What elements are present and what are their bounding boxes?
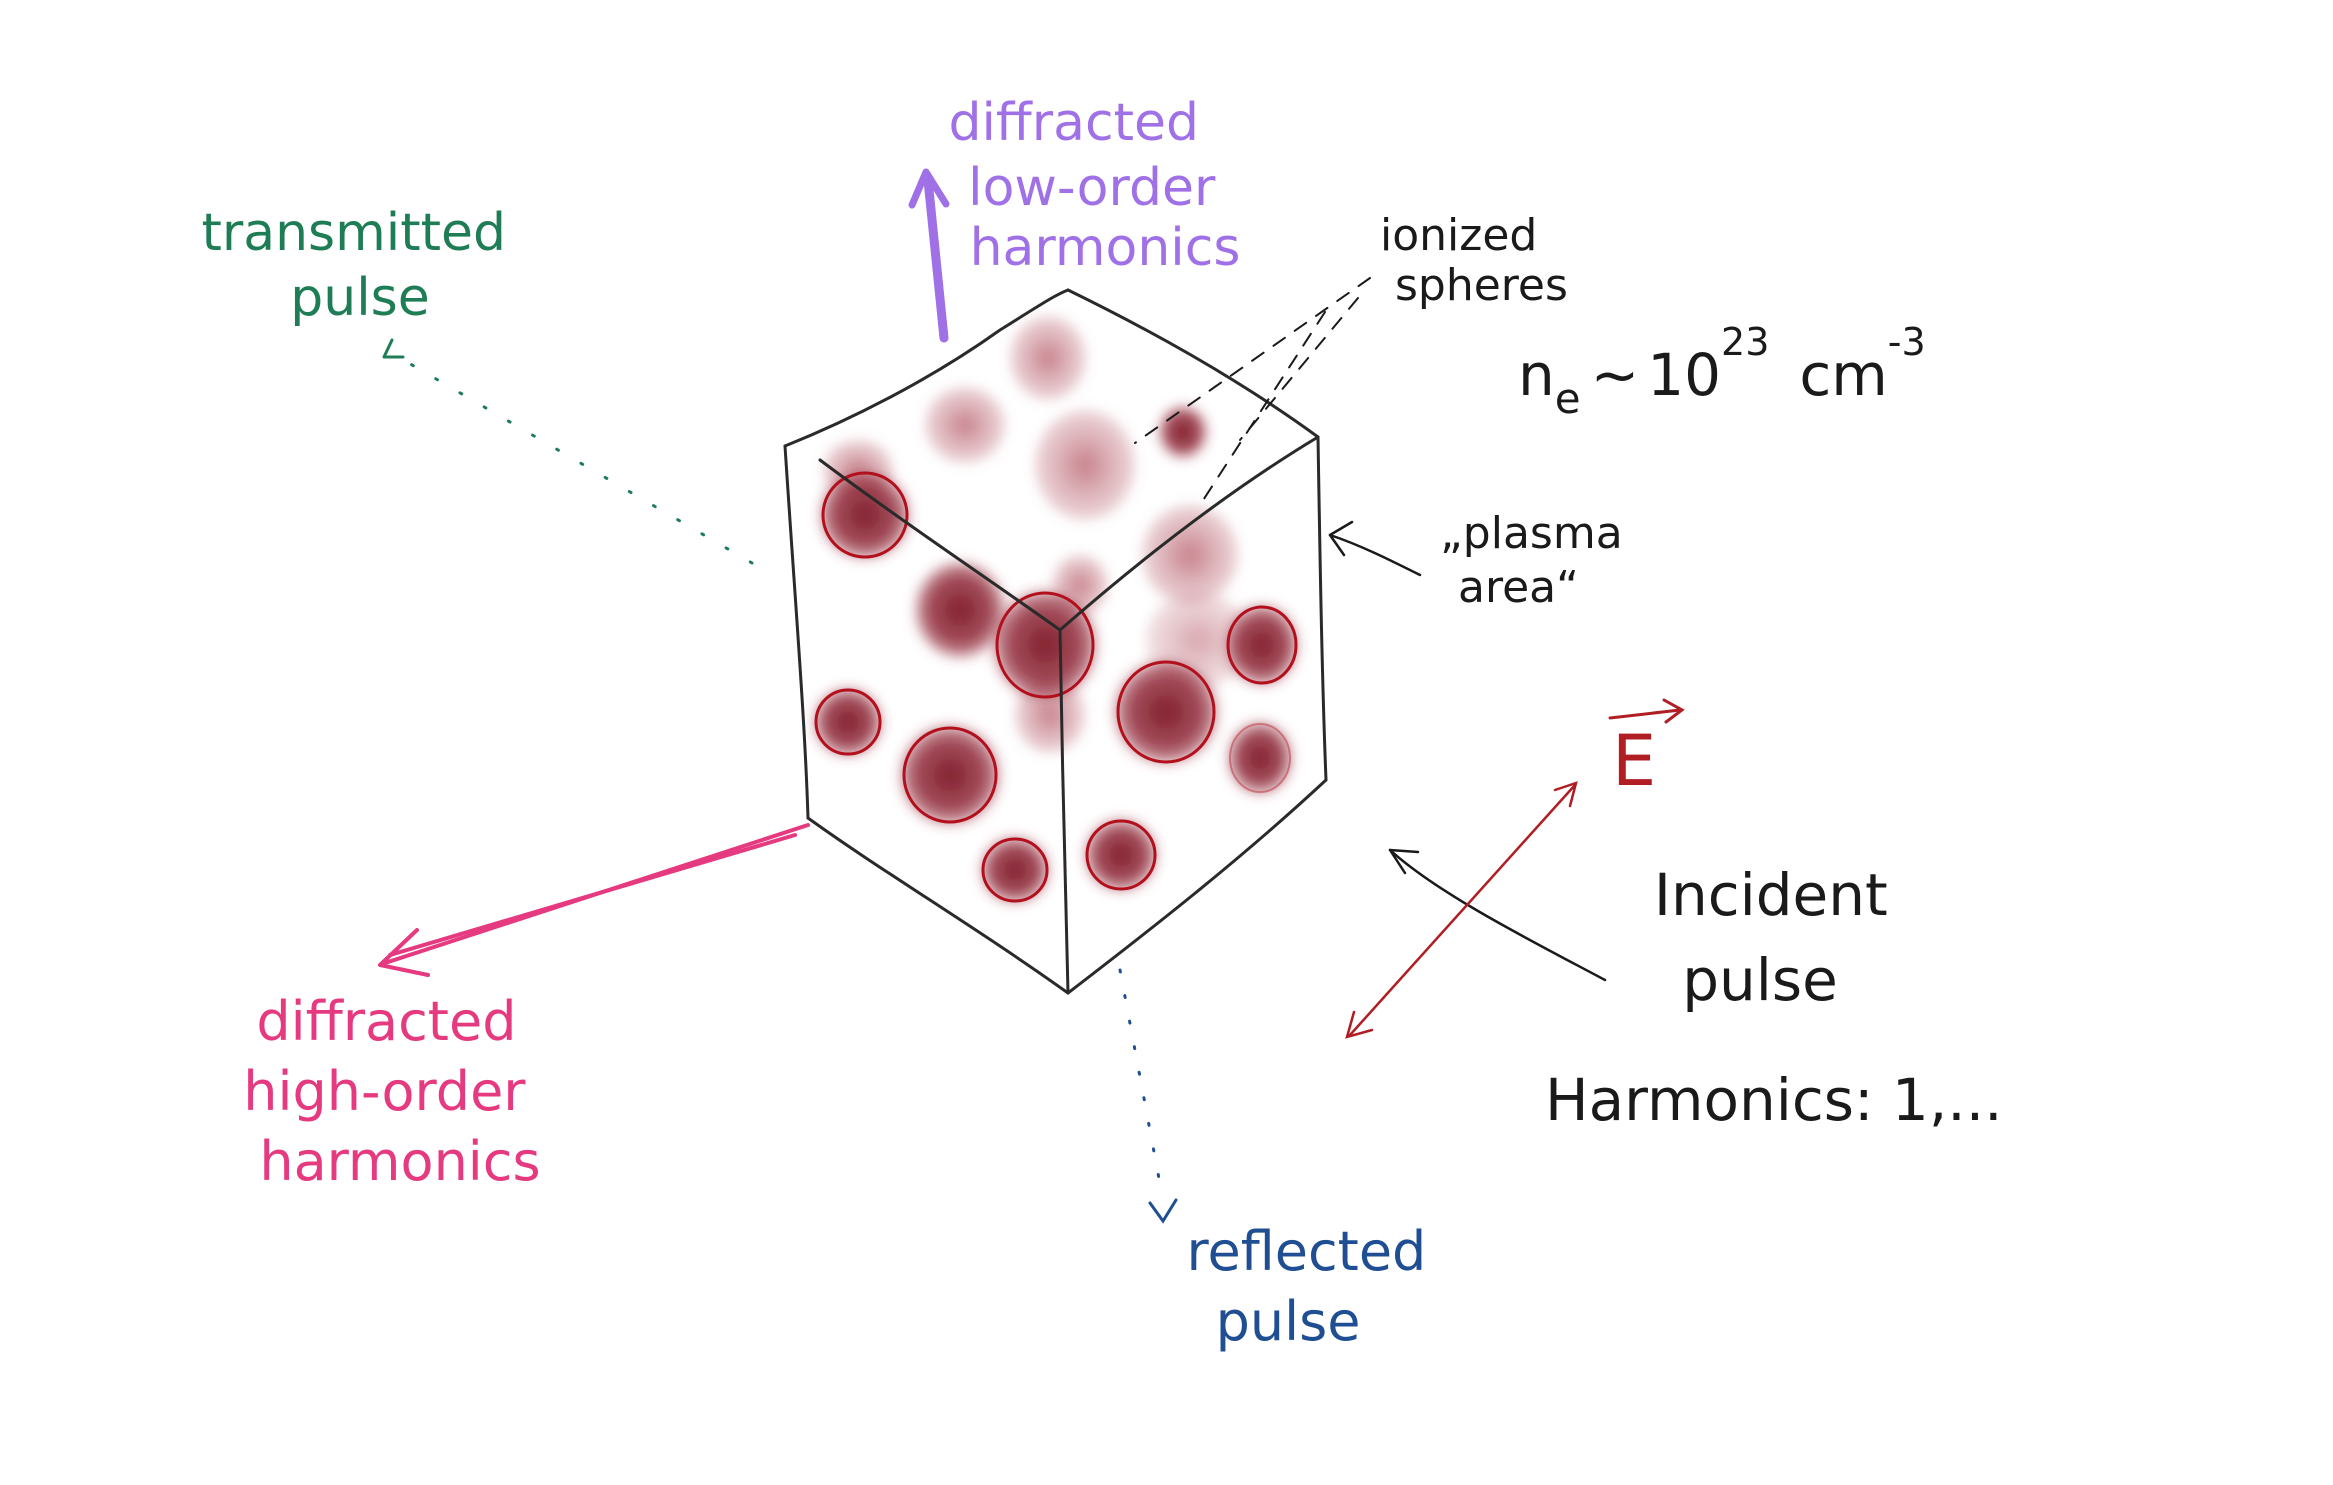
high-order-harmonics-label: diffracted high-order harmonics	[243, 990, 542, 1193]
transmitted-pulse-arrow	[382, 338, 754, 565]
incident-pulse-label: Incident pulse	[1654, 861, 1906, 1014]
cube-top-front-right-edge	[1058, 435, 1320, 632]
cube-top-front-left-edge	[818, 458, 1062, 632]
sphere	[814, 688, 882, 756]
cube-bottom-right-edge	[1066, 778, 1328, 995]
harmonics-list-label: Harmonics: 1,...	[1545, 1066, 2003, 1134]
sphere	[1085, 819, 1157, 891]
ionized-spheres-label: ionized spheres	[1380, 210, 1568, 311]
reflected-pulse-arrow	[1118, 968, 1178, 1224]
field-vector-label: E	[1612, 720, 1656, 802]
sphere	[1226, 605, 1298, 685]
sphere	[1142, 505, 1238, 605]
sphere	[820, 471, 910, 559]
ionized-pointers	[1134, 277, 1371, 506]
ionized-spheres	[814, 316, 1298, 903]
cube-top-back-left-edge	[783, 288, 1070, 448]
plasma-cube	[783, 288, 1328, 995]
incident-pulse-arrow	[1388, 848, 1607, 982]
electric-field-arrow	[1345, 781, 1578, 1039]
low-order-harmonics-arrow	[908, 168, 950, 343]
transmitted-pulse-label: transmitted pulse	[201, 203, 522, 328]
cube-center-edge	[1058, 628, 1070, 995]
reflected-pulse-label: reflected pulse	[1186, 1220, 1443, 1353]
sphere	[1035, 410, 1135, 520]
cube-right-edge	[1316, 435, 1328, 782]
sphere	[981, 837, 1049, 903]
sphere	[900, 725, 1000, 825]
plasma-area-label: „plasma area“	[1440, 508, 1637, 613]
sphere	[915, 562, 1005, 658]
cube-left-edge	[783, 444, 810, 820]
sphere	[1010, 316, 1086, 400]
sphere	[1159, 406, 1207, 458]
cube-top-back-right-edge	[1066, 288, 1320, 439]
sphere	[1228, 722, 1292, 794]
plasma-area-pointer	[1328, 520, 1422, 577]
vector-arrow-icon	[1608, 698, 1685, 724]
high-order-harmonics-arrow	[378, 823, 810, 977]
sphere	[993, 590, 1097, 700]
sphere	[925, 387, 1005, 463]
low-order-harmonics-label: diffracted low-order harmonics	[948, 93, 1240, 278]
cube-bottom-left-edge	[806, 816, 1070, 995]
sphere	[1114, 660, 1218, 764]
